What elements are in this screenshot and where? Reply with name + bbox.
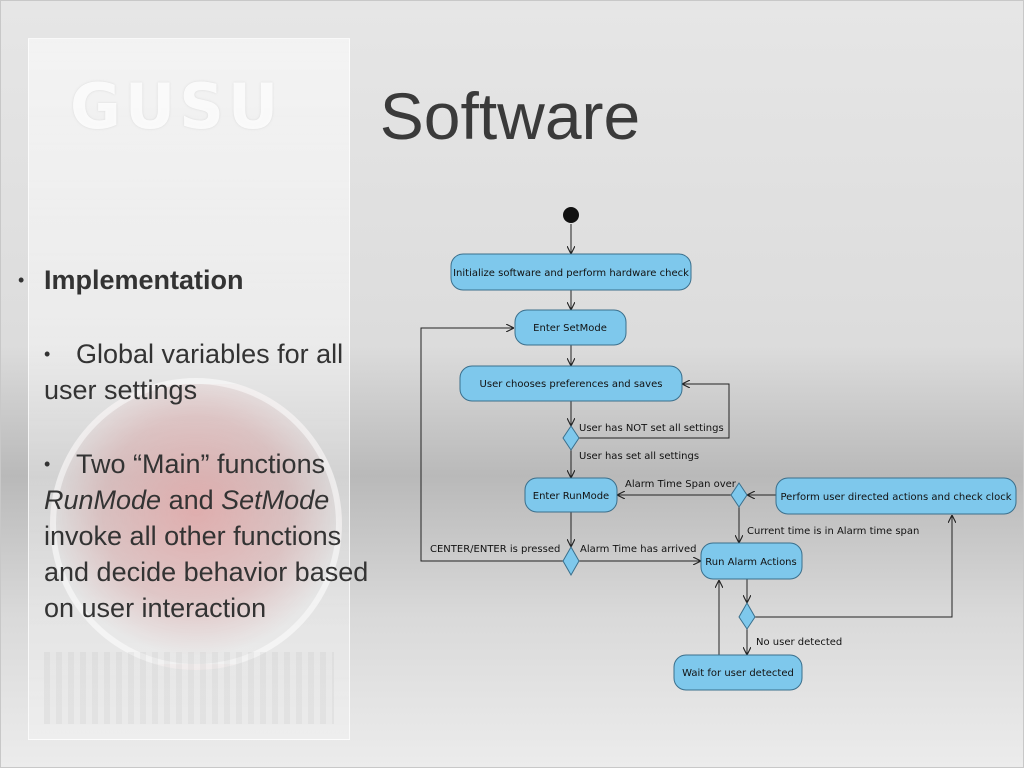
runmode-term: RunMode [44, 485, 162, 515]
setmode-term: SetMode [221, 485, 330, 515]
decision-clock [730, 482, 748, 508]
sub2-line1: Two “Main” functions [76, 449, 326, 479]
node-runmode-label: Enter RunMode [533, 491, 609, 502]
node-wait: Wait for user detected [673, 654, 803, 691]
sub1-line2: user settings [44, 375, 198, 405]
decision-user [738, 601, 756, 630]
node-perform: Perform user directed actions and check … [775, 477, 1017, 515]
bullet-dot: • [18, 270, 25, 290]
bullet-implementation: • Implementation [18, 262, 418, 298]
node-alarm: Run Alarm Actions [700, 542, 803, 580]
sub-bullet-global: • Global variables for all user settings [18, 336, 418, 408]
node-prefs-label: User chooses preferences and saves [480, 379, 663, 390]
edge-decision4-perform [755, 515, 952, 618]
bullet-list: • Implementation • Global variables for a… [18, 262, 418, 626]
diagram-edges [420, 224, 952, 655]
node-wait-label: Wait for user detected [682, 668, 794, 679]
and-word: and [161, 485, 222, 515]
edge-center-setmode [420, 328, 563, 562]
decision-runmode [562, 545, 580, 577]
sub-bullet-dot: • [44, 344, 51, 364]
label-no-user: No user detected [756, 637, 842, 648]
sub2-line4: and decide behavior based [44, 557, 369, 587]
node-setmode-label: Enter SetMode [533, 323, 607, 334]
decorative-pattern [44, 652, 334, 724]
sub-bullet-dot: • [44, 454, 51, 474]
label-arrived: Alarm Time has arrived [580, 544, 696, 555]
label-center-enter: CENTER/ENTER is pressed [430, 544, 560, 555]
slide-title: Software [379, 79, 641, 153]
logo: GUSU [70, 70, 283, 143]
label-not-set: User has NOT set all settings [579, 423, 724, 434]
node-perform-label: Perform user directed actions and check … [781, 492, 1012, 503]
sub2-line3: invoke all other functions [44, 521, 342, 551]
node-runmode: Enter RunMode [524, 477, 618, 513]
start-node [563, 207, 579, 223]
node-alarm-label: Run Alarm Actions [705, 557, 796, 568]
sub2-line5: on user interaction [44, 593, 267, 623]
decision-settings [562, 425, 580, 451]
label-span-over: Alarm Time Span over [625, 479, 737, 490]
edge-decision-back-prefs [579, 384, 730, 439]
sub1-line1: Global variables for all [76, 339, 344, 369]
label-set: User has set all settings [579, 451, 699, 462]
node-init: Initialize software and perform hardware… [450, 253, 692, 291]
node-prefs: User chooses preferences and saves [459, 365, 683, 402]
label-in-span: Current time is in Alarm time span [747, 526, 919, 537]
node-setmode: Enter SetMode [514, 309, 627, 346]
node-init-label: Initialize software and perform hardware… [453, 268, 689, 279]
decorative-circle [50, 378, 342, 670]
bullet-implementation-text: Implementation [44, 265, 244, 295]
sub-bullet-main-functions: • Two “Main” functions RunMode and SetMod… [18, 446, 418, 626]
